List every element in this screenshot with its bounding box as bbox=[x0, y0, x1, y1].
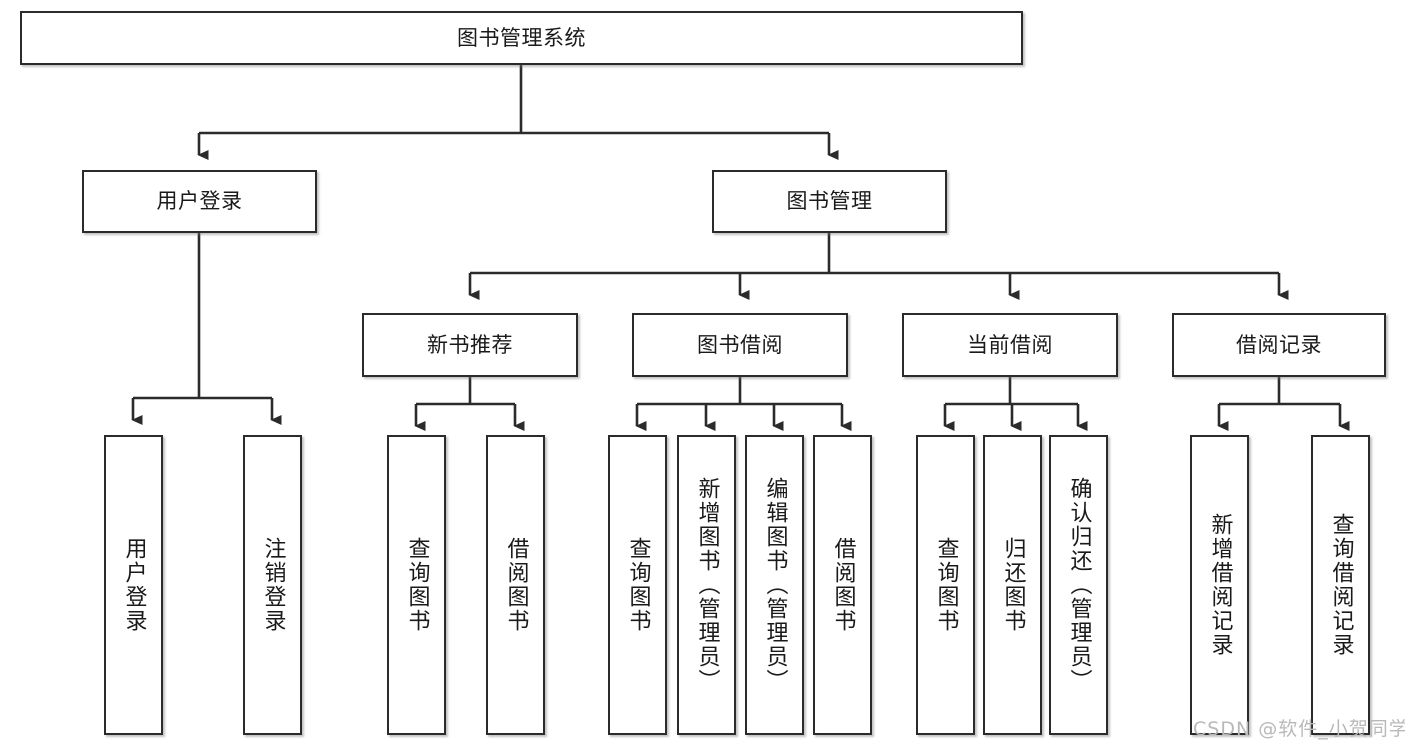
leaf-borrow-book[interactable]: 借阅图书 bbox=[813, 435, 872, 735]
node-new-book-recommend[interactable]: 新书推荐 bbox=[362, 313, 578, 377]
leaf-borrow-book-label: 借阅图书 bbox=[830, 537, 856, 633]
node-root-label: 图书管理系统 bbox=[457, 25, 586, 50]
leaf-return-book[interactable]: 归还图书 bbox=[983, 435, 1042, 735]
leaf-return-book-label: 归还图书 bbox=[1000, 537, 1026, 633]
node-user-login[interactable]: 用户登录 bbox=[82, 170, 317, 233]
leaf-confirm-return-admin-label: 确认归还（管理员） bbox=[1066, 477, 1092, 693]
leaf-logout-login-label: 注销登录 bbox=[260, 537, 286, 633]
node-user-login-label: 用户登录 bbox=[156, 189, 243, 214]
leaf-query-borrow-record-label: 查询借阅记录 bbox=[1328, 513, 1354, 657]
node-new-book-recommend-label: 新书推荐 bbox=[427, 332, 513, 357]
leaf-borrow-book-recommend[interactable]: 借阅图书 bbox=[486, 435, 545, 735]
leaf-add-borrow-record-label: 新增借阅记录 bbox=[1207, 513, 1233, 657]
leaf-query-book-current-label: 查询图书 bbox=[933, 537, 959, 633]
node-book-borrow[interactable]: 图书借阅 bbox=[632, 313, 848, 377]
leaf-user-login[interactable]: 用户登录 bbox=[104, 435, 163, 735]
leaf-add-borrow-record[interactable]: 新增借阅记录 bbox=[1190, 435, 1249, 735]
node-root[interactable]: 图书管理系统 bbox=[20, 11, 1023, 65]
connector-group bbox=[131, 65, 1350, 431]
node-book-management[interactable]: 图书管理 bbox=[712, 170, 947, 233]
leaf-user-login-label: 用户登录 bbox=[121, 537, 147, 633]
node-book-borrow-label: 图书借阅 bbox=[697, 332, 783, 357]
leaf-query-borrow-record[interactable]: 查询借阅记录 bbox=[1311, 435, 1370, 735]
node-current-borrow[interactable]: 当前借阅 bbox=[902, 313, 1118, 377]
leaf-add-book-admin-label: 新增图书（管理员） bbox=[694, 477, 720, 693]
leaf-add-book-admin[interactable]: 新增图书（管理员） bbox=[677, 435, 736, 735]
leaf-query-book-current[interactable]: 查询图书 bbox=[916, 435, 975, 735]
leaf-logout-login[interactable]: 注销登录 bbox=[243, 435, 302, 735]
leaf-confirm-return-admin[interactable]: 确认归还（管理员） bbox=[1049, 435, 1108, 735]
leaf-query-book-recommend[interactable]: 查询图书 bbox=[387, 435, 446, 735]
leaf-query-book-borrow[interactable]: 查询图书 bbox=[608, 435, 667, 735]
leaf-edit-book-admin[interactable]: 编辑图书（管理员） bbox=[745, 435, 804, 735]
leaf-edit-book-admin-label: 编辑图书（管理员） bbox=[762, 477, 788, 693]
node-current-borrow-label: 当前借阅 bbox=[967, 332, 1053, 357]
leaf-query-book-recommend-label: 查询图书 bbox=[404, 537, 430, 633]
node-borrow-record[interactable]: 借阅记录 bbox=[1172, 313, 1386, 377]
node-borrow-record-label: 借阅记录 bbox=[1236, 332, 1322, 357]
leaf-borrow-book-recommend-label: 借阅图书 bbox=[503, 537, 529, 633]
node-book-management-label: 图书管理 bbox=[786, 189, 873, 214]
leaf-query-book-borrow-label: 查询图书 bbox=[625, 537, 651, 633]
